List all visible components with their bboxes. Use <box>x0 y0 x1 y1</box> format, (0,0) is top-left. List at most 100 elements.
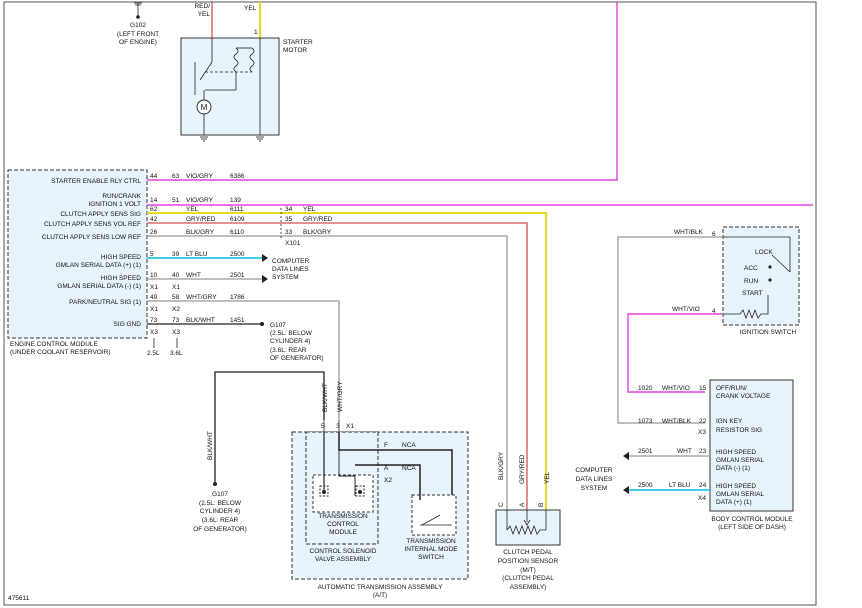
ecm-label-pn: PARK/NEUTRAL SIG (1) <box>69 299 141 306</box>
figure-id: 475611 <box>8 595 30 602</box>
tcm-l3: MODULE <box>329 529 357 536</box>
bcm-r2p: 22 <box>699 418 707 425</box>
ecm-label-runcrank: RUN/CRANK <box>102 193 141 200</box>
ecm-eng-25: 2.5L <box>147 350 160 357</box>
ecm-label-clutch-sig: CLUTCH APPLY SENS SIG <box>60 211 141 218</box>
wire-park-neutral <box>147 300 340 420</box>
ecm-pin-26: 26 <box>150 229 158 236</box>
bcm-x3: X3 <box>698 429 706 436</box>
clutch-n1: CLUTCH PEDAL <box>503 549 553 556</box>
clutch-wc: BLK/GRY <box>498 451 505 480</box>
bcm-r3d: DATA (-) (1) <box>716 465 750 472</box>
ign-start: START <box>742 290 763 297</box>
bcm-r2b: RESISTOR SIG <box>716 427 762 434</box>
ecm-color-1: VIO/GRY <box>186 173 214 180</box>
ecm-color-5: BLK/GRY <box>186 229 215 236</box>
ecm-num-2501: 2501 <box>230 272 245 279</box>
g102-id: G102 <box>130 22 146 29</box>
wire-clutch-low <box>147 235 508 510</box>
bcm-r3c: WHT <box>677 448 692 455</box>
ecm-pin-73a: 73 <box>150 317 158 324</box>
starter-pin1: 1 <box>254 29 258 36</box>
ecm-label-clutch-low: CLUTCH APPLY SENS LOW REF <box>42 234 141 241</box>
clutch-sensor-resistor <box>506 510 547 536</box>
ecm-pin-62: 62 <box>150 206 158 213</box>
ecm-num-1786: 1786 <box>230 294 245 301</box>
x101-id: X101 <box>285 240 301 247</box>
ecm-x1-c: X1 <box>150 306 158 313</box>
bcm-r2n: 1073 <box>638 418 653 425</box>
trans-x1: X1 <box>346 423 354 430</box>
clutch-n3: (M/T) <box>520 567 536 574</box>
ecm-ckt-63: 63 <box>172 173 180 180</box>
ecm-box <box>7 169 148 339</box>
bcm-r4c: LT BLU <box>669 482 691 489</box>
ecm-num-6110: 6110 <box>230 229 244 236</box>
csv-l1: CONTROL SOLENOID <box>310 548 377 555</box>
g107b-l1: (2.5L: BELOW <box>199 500 242 507</box>
trans-internal-wiring <box>319 420 453 526</box>
clutch-wa: GRY/RED <box>519 454 526 484</box>
clutch-n2: POSITION SENSOR <box>498 558 559 565</box>
cdl-left-2: DATA LINES <box>272 266 309 273</box>
ecm-ckt-51: 51 <box>172 197 180 204</box>
bcm-r4b: GMLAN SERIAL <box>716 491 764 498</box>
starter-name2: MOTOR <box>283 47 307 54</box>
clutch-pb: B <box>538 503 545 507</box>
ecm-num-6109: 6109 <box>230 216 245 223</box>
starter-w-yel2: YEL <box>244 5 257 12</box>
ecm-color-wht: WHT <box>186 272 201 279</box>
ign-acc: ACC <box>744 265 758 272</box>
csv-l2: VALVE ASSEMBLY <box>315 556 372 563</box>
ign-p6: 6 <box>712 231 716 238</box>
clutch-sensor-box <box>495 509 561 546</box>
ims-box <box>411 494 457 536</box>
ecm-pin-44: 44 <box>150 173 158 180</box>
ecm-label-clutch-ref: CLUTCH APPLY SENS VOL REF <box>44 221 141 228</box>
g107a-l4: OF GENERATOR) <box>270 355 324 362</box>
ecm-num-6111: 6111 <box>230 206 244 213</box>
ecm-color-3: YEL <box>186 206 199 213</box>
ecm-pin-49: 49 <box>150 294 158 301</box>
ecm-color-ltblu: LT BLU <box>186 251 208 258</box>
tcm-l1: TRANSMISSION <box>318 513 368 520</box>
bcm-r4d: DATA (+) (1) <box>716 499 752 506</box>
x101-c33: BLK/GRY <box>303 229 332 236</box>
bcm-x4: X4 <box>698 495 706 502</box>
g107a-id: G107 <box>270 322 286 329</box>
bcm-box <box>709 379 794 512</box>
cdl-left-1: COMPUTER <box>272 258 310 265</box>
ecm-color-blkwht: BLK/WHT <box>186 317 215 324</box>
ecm-pin-10: 10 <box>150 272 158 279</box>
g102-loc1: (LEFT FRONT <box>117 31 159 38</box>
frame <box>3 1 817 606</box>
arrow-bcm-minus <box>623 452 629 460</box>
ign-lock: LOCK <box>755 249 773 256</box>
bcm-r3n: 2501 <box>638 448 653 455</box>
g107b-l4: OF GENERATOR) <box>193 526 247 533</box>
ecm-ckt-73b: 73 <box>172 317 180 324</box>
starter-w-yel1: YEL <box>198 11 211 18</box>
ign-switch-contacts <box>723 236 791 320</box>
bcm-r3p: 23 <box>699 448 707 455</box>
bcm-r1b: CRANK VOLTAGE <box>716 393 771 400</box>
wire-wht-vio <box>627 313 722 393</box>
bcm-cd1: COMPUTER <box>575 467 613 474</box>
ecm-label-gmlan-minus: GMLAN SERIAL DATA (-) (1) <box>57 283 141 290</box>
tcm-l2: CONTROL <box>327 521 359 528</box>
ims-l3: SWITCH <box>418 554 444 561</box>
wire-wht-blk <box>617 236 722 424</box>
starter-name1: STARTER <box>283 39 313 46</box>
g107b-l2: CYLINDER 4) <box>200 508 240 515</box>
ata-l1: AUTOMATIC TRANSMISSION ASSEMBLY <box>318 584 444 591</box>
cdl-left-3: SYSTEM <box>272 274 299 281</box>
trans-a: A <box>384 465 389 472</box>
starter-ground-1 <box>200 136 208 142</box>
bcm-cd3: SYSTEM <box>581 485 608 492</box>
g107b-wire: BLK/WHT <box>207 431 214 460</box>
trans-nca2: NCA <box>402 465 416 472</box>
ecm-num-2500: 2500 <box>230 251 245 258</box>
svg-text:M: M <box>201 103 208 112</box>
ign-p4: 4 <box>712 308 716 315</box>
